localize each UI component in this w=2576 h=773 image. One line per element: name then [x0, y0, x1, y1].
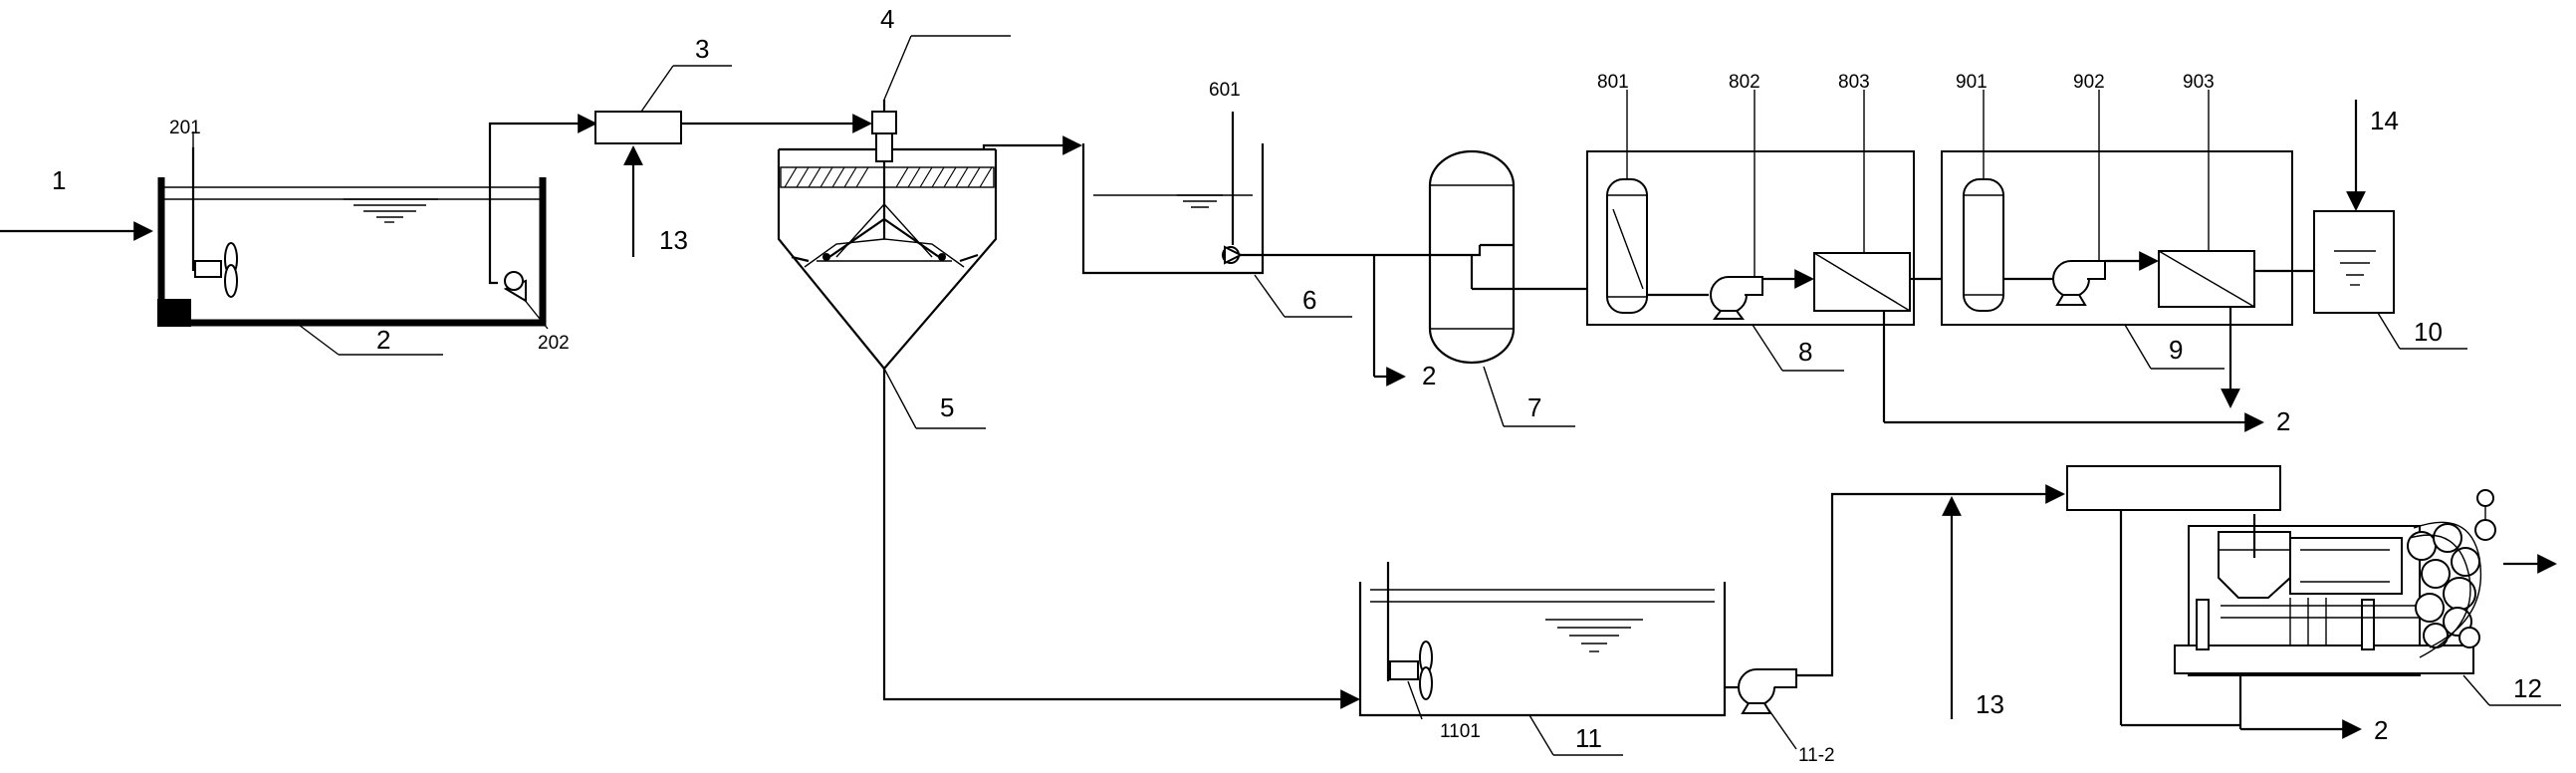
- label-801: 801: [1597, 72, 1629, 93]
- label-6: 6: [1302, 285, 1316, 315]
- pump-11-2: 11-2: [1725, 668, 1835, 766]
- tank-10: 14 10: [2313, 100, 2467, 350]
- label-13-top: 13: [659, 225, 688, 255]
- label-901: 901: [1956, 72, 1988, 93]
- unit-3: 3 13: [594, 34, 732, 257]
- mixer-1101: 1101: [1386, 562, 1481, 742]
- label-601: 601: [1209, 80, 1241, 101]
- tank-11: 1101 11: [1358, 562, 1727, 756]
- label-201: 201: [169, 118, 201, 138]
- label-13-bottom: 13: [1976, 689, 2004, 719]
- pump-202: 202: [503, 271, 570, 354]
- label-903: 903: [2183, 72, 2215, 93]
- label-9: 9: [2169, 335, 2183, 365]
- label-4: 4: [880, 4, 894, 34]
- label-803: 803: [1838, 72, 1870, 93]
- outlet-label-12: 2: [2374, 715, 2388, 745]
- mixer-201: 201: [169, 118, 238, 298]
- label-11: 11: [1575, 723, 1602, 753]
- label-2: 2: [376, 325, 390, 355]
- label-802: 802: [1729, 72, 1760, 93]
- label-5: 5: [940, 392, 954, 422]
- label-1: 1: [52, 165, 66, 195]
- label-1101: 1101: [1440, 721, 1481, 742]
- inlet-1: 1: [0, 165, 153, 241]
- label-202: 202: [538, 333, 570, 354]
- unit-8: 801 802 803 8: [1586, 72, 1915, 372]
- label-10: 10: [2414, 317, 2443, 347]
- filter-press-12: 2 12: [2066, 465, 2561, 745]
- outlet-label-8-9: 2: [2276, 406, 2290, 436]
- filter-7: 7: [1428, 149, 1593, 427]
- clarifier-5: 4 5: [777, 4, 1011, 429]
- pump-601: 601: [1209, 80, 1244, 265]
- label-14: 14: [2370, 106, 2399, 135]
- label-7: 7: [1527, 392, 1541, 422]
- outlet-label-6: 2: [1422, 361, 1436, 390]
- tank-6: 601 6: [1081, 80, 1352, 318]
- label-12: 12: [2513, 673, 2542, 703]
- tank-2: 201 202 2: [157, 118, 570, 356]
- label-8: 8: [1798, 337, 1812, 367]
- label-11-2: 11-2: [1798, 745, 1835, 766]
- tank-2-sump: [157, 299, 191, 327]
- label-3: 3: [695, 34, 709, 64]
- unit-9: 901 902 903 9: [1941, 72, 2293, 370]
- label-902: 902: [2073, 72, 2105, 93]
